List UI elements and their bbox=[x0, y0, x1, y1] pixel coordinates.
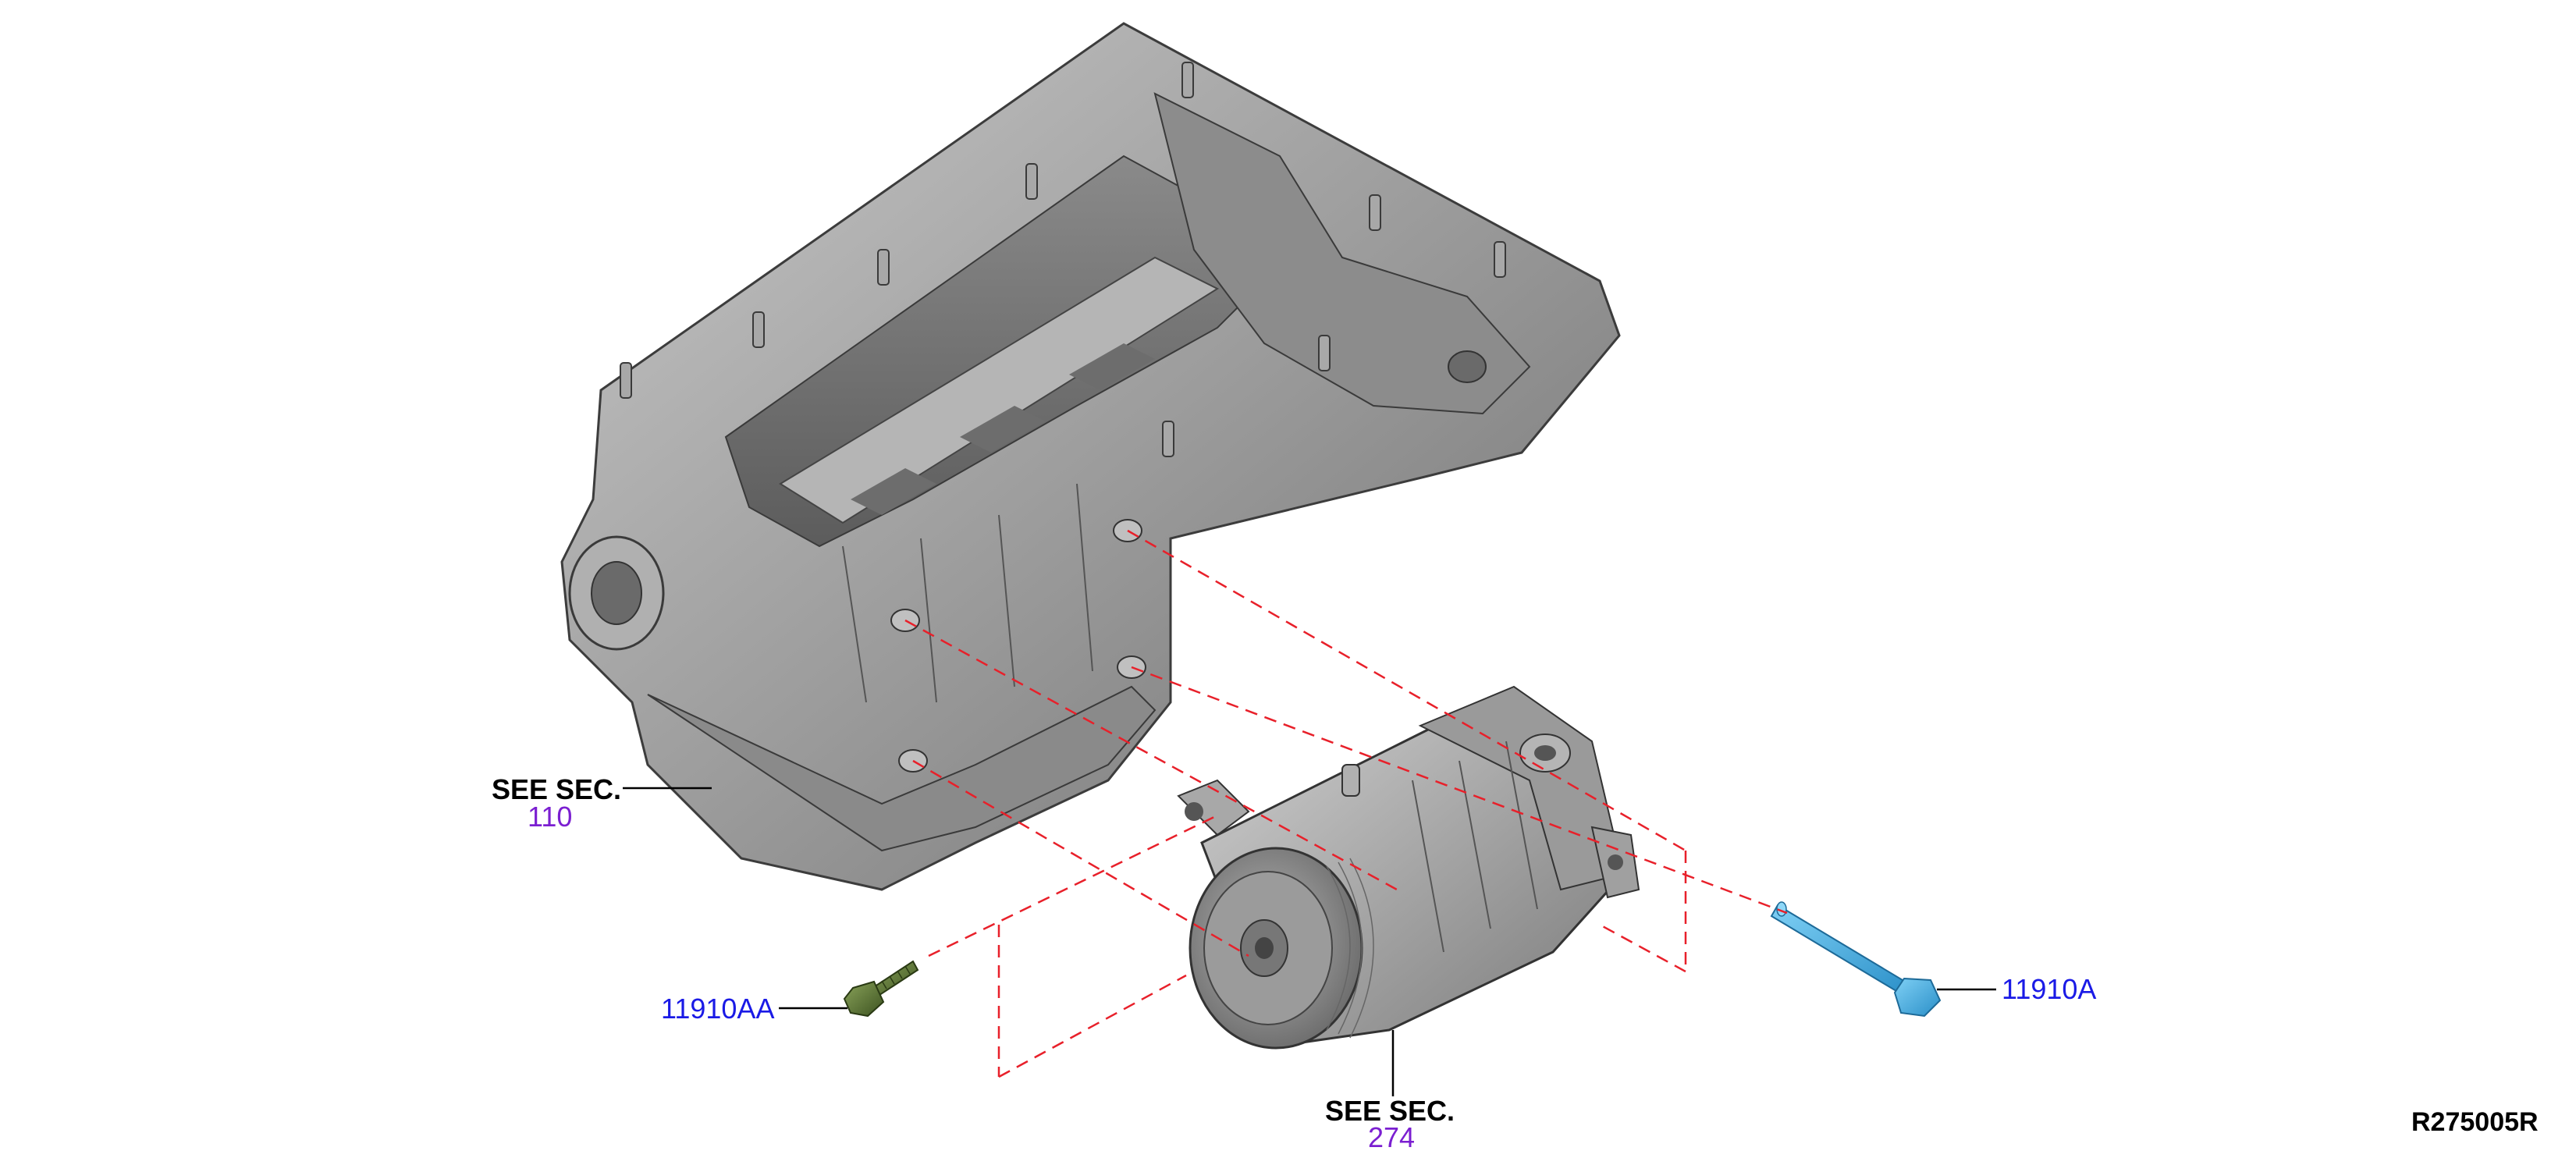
oil-pan-section-link[interactable]: 110 bbox=[528, 801, 572, 833]
bolt-long-part-number[interactable]: 11910A bbox=[2002, 973, 2096, 1005]
bolt-long-11910a[interactable] bbox=[1770, 901, 1942, 1018]
bolt-short-part-number[interactable]: 11910AA bbox=[661, 993, 774, 1025]
callout-bolt-long: 11910A bbox=[1937, 973, 2096, 1005]
diagram-reference-code: R275005R bbox=[2411, 1107, 2539, 1137]
compressor-section-link[interactable]: 274 bbox=[1368, 1121, 1415, 1153]
callout-compressor: SEE SEC. 274 bbox=[1325, 1030, 1455, 1153]
oil-pan-see-label: SEE SEC. bbox=[492, 773, 621, 805]
callout-bolt-short: 11910AA bbox=[661, 993, 847, 1025]
oil-pan[interactable] bbox=[560, 22, 1621, 891]
callout-oil-pan: SEE SEC. 110 bbox=[492, 773, 712, 833]
alignment-lines bbox=[904, 529, 1788, 1078]
compressor-see-label: SEE SEC. bbox=[1325, 1095, 1455, 1127]
bolt-short-11910aa[interactable] bbox=[843, 960, 919, 1018]
ac-compressor[interactable] bbox=[1177, 685, 1640, 1050]
